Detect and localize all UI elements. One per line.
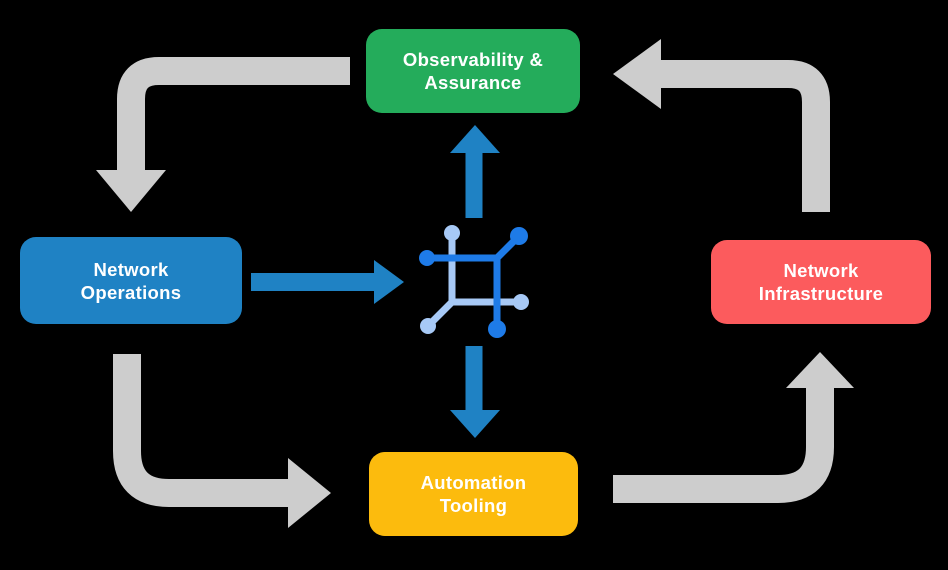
cycle-arrow-automation-to-infrastructure [613, 352, 854, 503]
node-network-infrastructure: Network Infrastructure [711, 240, 931, 324]
flow-arrow-center-to-observability [450, 125, 500, 218]
node-operations-label-line1: Network [93, 258, 169, 280]
network-mesh-icon-dark-parts [419, 227, 528, 338]
node-infrastructure-label-line2: Infrastructure [758, 283, 884, 304]
cycle-arrow-operations-to-automation [113, 354, 331, 528]
node-observability-label-line1: Observability & [402, 49, 544, 70]
node-automation-tooling: Automation Tooling [369, 452, 578, 536]
cycle-arrow-infrastructure-to-observability [613, 39, 830, 212]
flow-arrow-center-to-automation [450, 346, 500, 438]
node-observability-label-line2: Assurance [424, 72, 522, 93]
node-infrastructure-label-line1: Network [783, 260, 859, 281]
network-mesh-icon-light-parts [420, 225, 529, 334]
node-automation-label-line1: Automation [420, 472, 527, 493]
node-network-operations: Network Operations [20, 237, 242, 324]
flow-arrow-operations-to-center [251, 260, 404, 304]
node-operations-label-line2: Operations [80, 281, 182, 303]
node-automation-label-line2: Tooling [439, 495, 508, 516]
network-mesh-icon [419, 225, 529, 338]
cycle-arrow-observability-to-operations [96, 57, 350, 212]
node-observability-assurance: Observability & Assurance [366, 29, 580, 113]
